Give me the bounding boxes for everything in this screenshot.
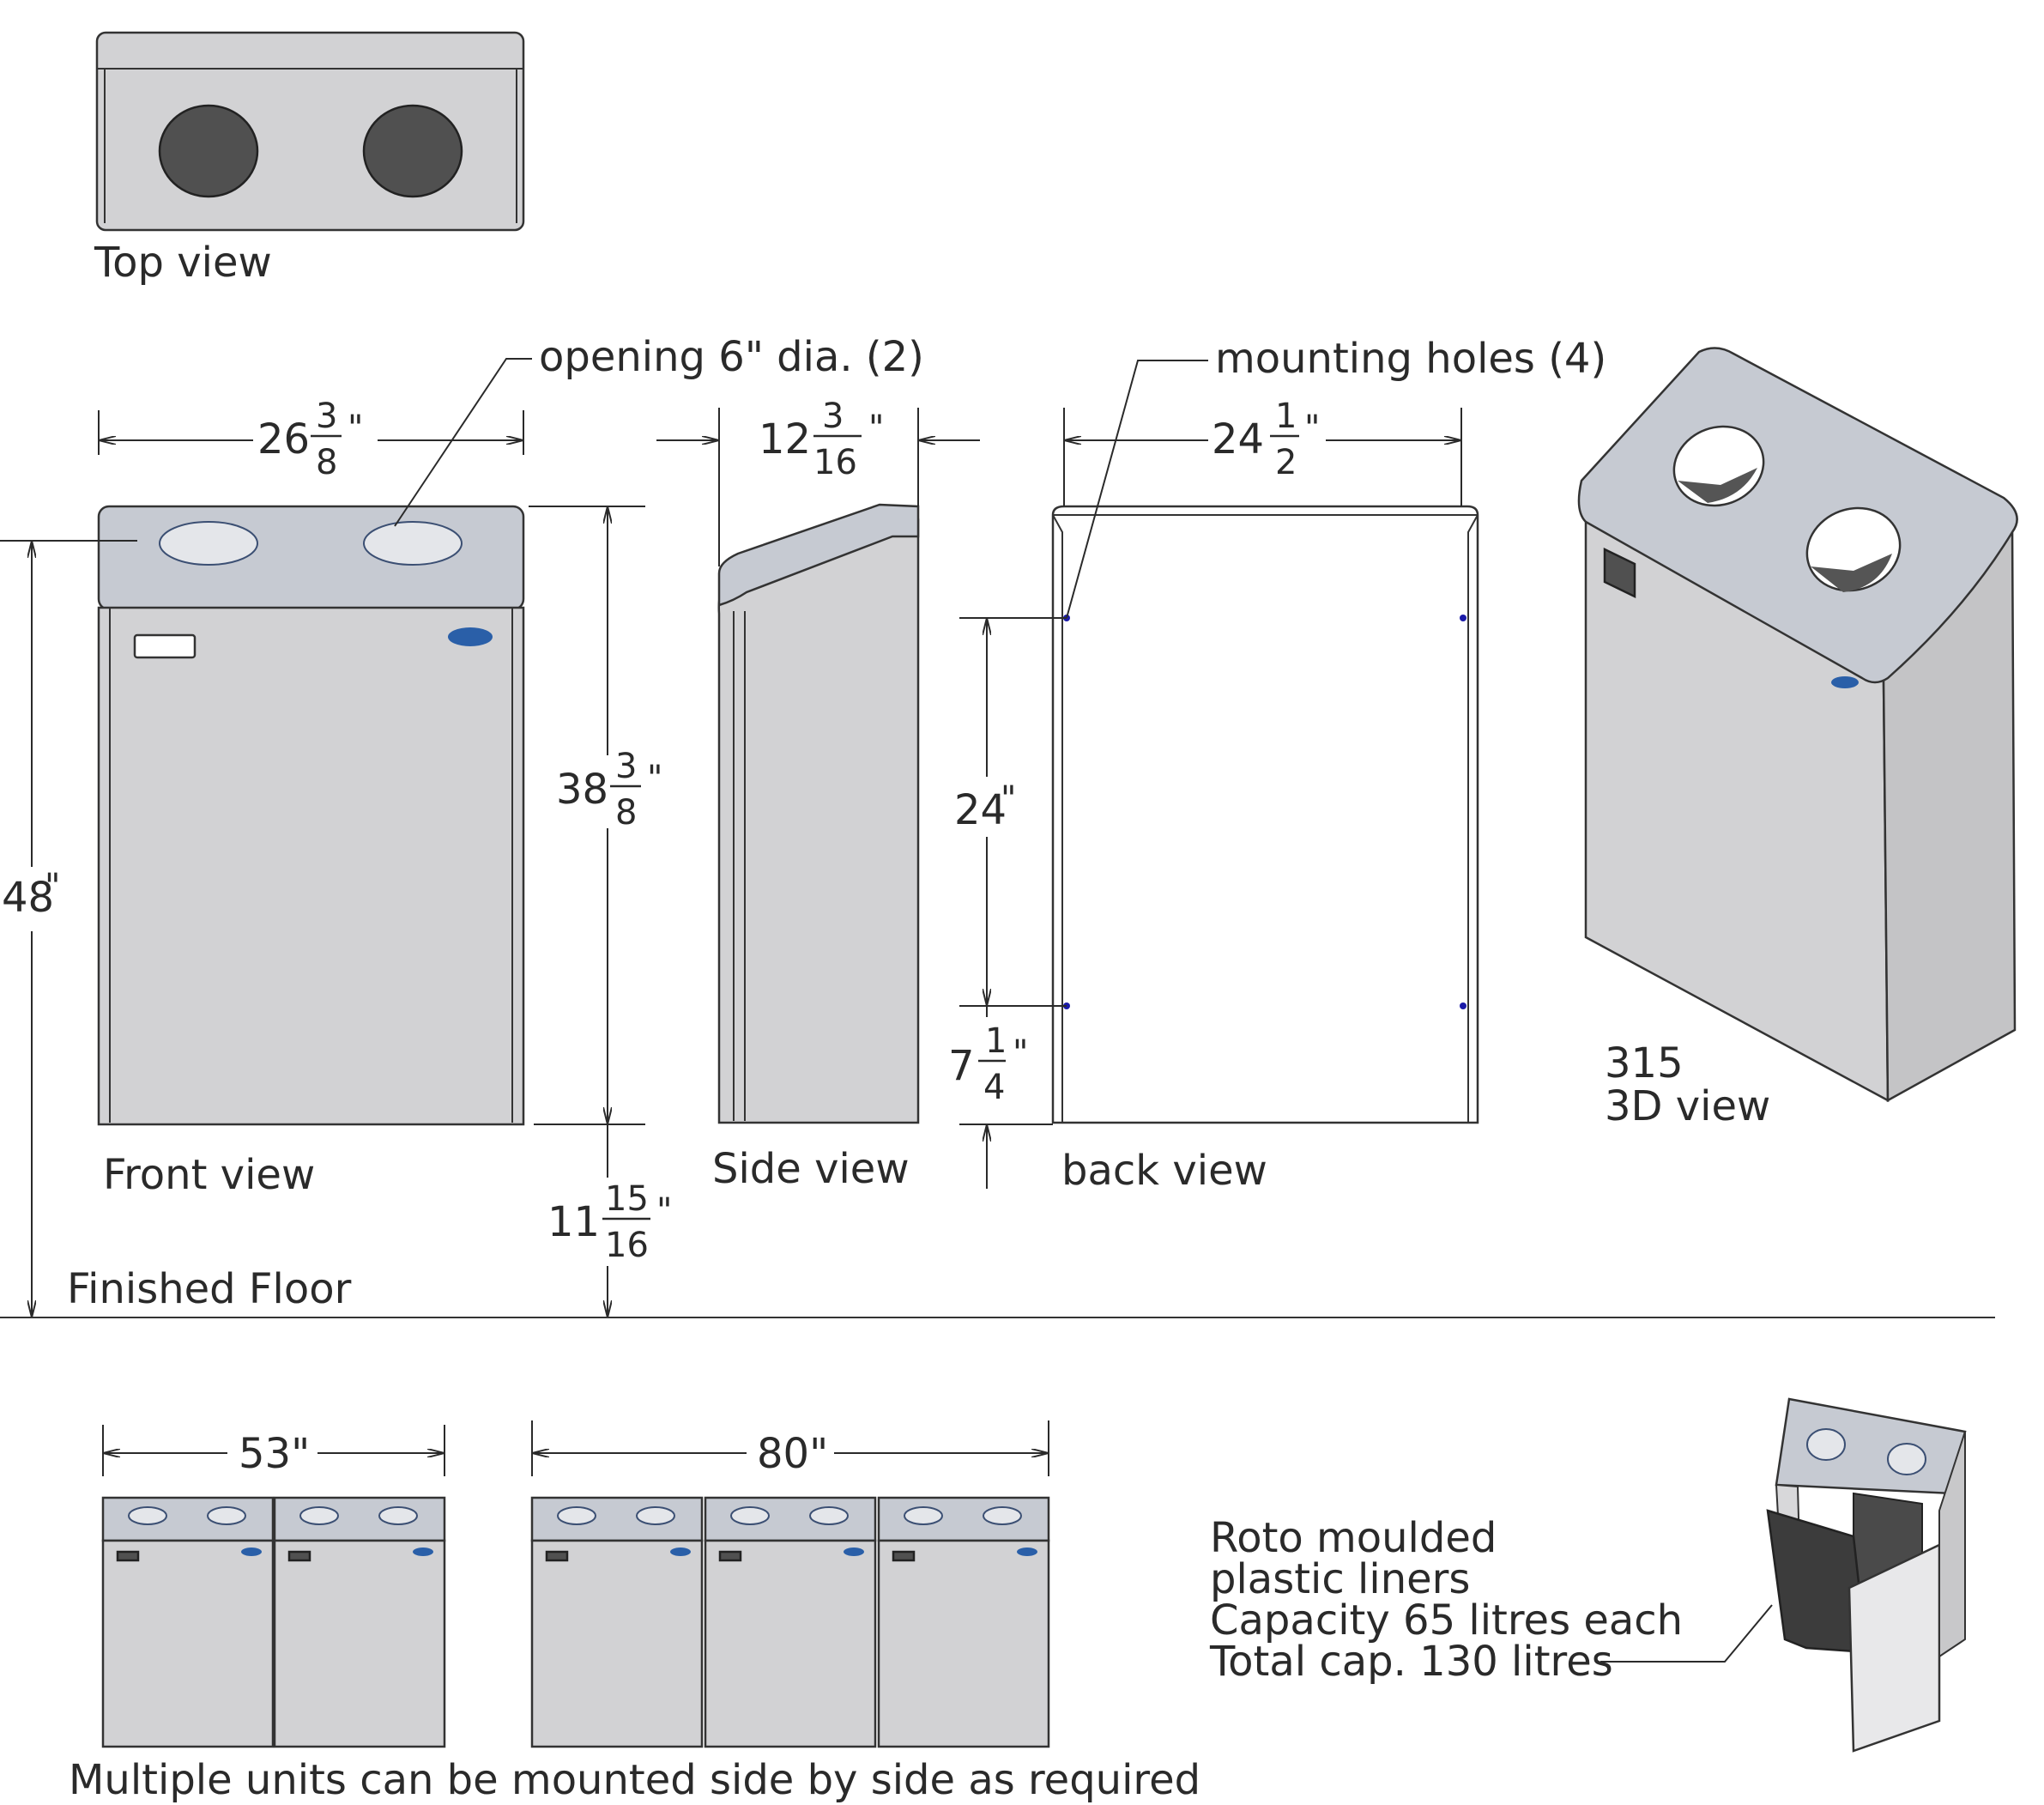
dim-body-height-unit: " xyxy=(647,759,662,798)
liner-front xyxy=(1766,1509,1868,1654)
liner-note-line-4: Total cap. 130 litres xyxy=(1209,1638,1613,1686)
dim-body-height-whole: 38 xyxy=(556,766,608,814)
back-outline xyxy=(1051,505,1479,1124)
three-d-model-label: 315 xyxy=(1605,1039,1684,1087)
dim-overall-height-value: 48 xyxy=(2,874,54,922)
3d-brand-logo-icon xyxy=(1831,676,1859,688)
top-view-label: Top view xyxy=(94,239,272,287)
dim-back-width-num: 1 xyxy=(1275,397,1297,436)
front-body xyxy=(97,606,525,1126)
liner-leader-line xyxy=(1600,1604,1773,1663)
dim-two-units-value: 53" xyxy=(239,1430,310,1478)
dim-front-width-whole: 26 xyxy=(257,415,310,463)
three-d-view xyxy=(1577,347,2018,1103)
front-view-label: Front view xyxy=(103,1151,315,1199)
three-d-view-label: 3D view xyxy=(1605,1082,1770,1130)
dim-body-height: 38 3 8 " xyxy=(529,506,662,1125)
open-door xyxy=(1847,1543,1941,1753)
dim-front-width-num: 3 xyxy=(316,397,337,436)
dim-mount-bottom-whole: 7 xyxy=(948,1042,975,1090)
unit xyxy=(273,1496,446,1748)
dim-two-units: 53" xyxy=(102,1425,445,1478)
front-label-window xyxy=(133,633,197,659)
side-view-label: Side view xyxy=(712,1145,910,1193)
dim-mount-spacing: 24 " xyxy=(954,617,1067,1007)
dim-floor-gap-num: 15 xyxy=(605,1179,649,1219)
callout-opening: opening 6" dia. (2) xyxy=(394,333,924,527)
callout-mounting: mounting holes (4) xyxy=(1066,335,1606,619)
dim-front-width-unit: " xyxy=(348,409,363,448)
dim-depth-whole: 12 xyxy=(759,415,811,463)
footer-note: Multiple units can be mounted side by si… xyxy=(69,1756,1200,1804)
dim-overall-height-unit: " xyxy=(45,867,60,906)
callout-mounting-text: mounting holes (4) xyxy=(1215,335,1606,383)
liner-note-line-1: Roto moulded xyxy=(1210,1514,1497,1562)
top-view xyxy=(95,31,525,232)
three-unit-set xyxy=(530,1496,1050,1748)
dim-depth-den: 16 xyxy=(813,443,857,482)
finished-floor-label: Finished Floor xyxy=(67,1265,352,1313)
mount-hole-top-right xyxy=(1460,615,1466,621)
dim-body-height-num: 3 xyxy=(615,747,637,786)
dim-depth-num: 3 xyxy=(822,397,844,436)
brand-logo-icon xyxy=(448,627,493,646)
callout-opening-text: opening 6" dia. (2) xyxy=(539,333,924,381)
dim-front-width: 26 3 8 " xyxy=(98,397,524,482)
back-view xyxy=(1051,505,1479,1124)
side-view xyxy=(717,503,920,1124)
dim-floor-gap-whole: 11 xyxy=(547,1198,600,1246)
dim-front-width-den: 8 xyxy=(316,443,337,482)
3d-opening-left-interior xyxy=(1678,468,1757,503)
open-unit-illustration xyxy=(1766,1397,1967,1753)
unit xyxy=(530,1496,704,1748)
dim-mount-bottom: 7 1 4 " xyxy=(948,1006,1053,1189)
two-unit-set xyxy=(101,1496,446,1748)
back-view-label: back view xyxy=(1061,1147,1267,1195)
dim-mount-bottom-den: 4 xyxy=(983,1068,1005,1107)
dim-mount-spacing-unit: " xyxy=(1001,779,1016,819)
dim-overall-height: 48 " xyxy=(0,540,137,1317)
dim-floor-gap: 11 15 16 " xyxy=(547,1124,672,1317)
dim-back-width-unit: " xyxy=(1304,409,1320,448)
top-view-outline xyxy=(95,31,525,232)
liner-note-line-3: Capacity 65 litres each xyxy=(1210,1596,1683,1644)
unit xyxy=(101,1496,275,1748)
dim-mount-bottom-unit: " xyxy=(1013,1033,1028,1073)
side-body xyxy=(717,506,920,1124)
dim-mount-spacing-value: 24 xyxy=(954,786,1007,834)
dim-back-width: 24 1 2 " xyxy=(1063,397,1462,506)
top-opening-left xyxy=(158,104,259,198)
side-lid xyxy=(717,503,920,607)
3d-lid xyxy=(1577,347,2018,684)
dim-depth-unit: " xyxy=(868,409,884,448)
3d-opening-right-interior xyxy=(1811,554,1892,592)
dim-depth: 12 3 16 " xyxy=(656,397,980,566)
unit xyxy=(704,1496,877,1748)
dim-floor-gap-den: 16 xyxy=(605,1226,649,1265)
dim-floor-gap-unit: " xyxy=(656,1191,672,1231)
unit xyxy=(877,1496,1050,1748)
front-lid xyxy=(97,505,525,611)
dim-three-units-value: 80" xyxy=(757,1430,828,1478)
front-view xyxy=(97,505,525,1126)
mount-hole-bottom-right xyxy=(1460,1002,1466,1009)
dim-mount-bottom-num: 1 xyxy=(985,1021,1007,1061)
dim-back-width-whole: 24 xyxy=(1212,415,1264,463)
dim-three-units: 80" xyxy=(531,1420,1049,1478)
dim-back-width-den: 2 xyxy=(1275,443,1297,482)
front-opening-left xyxy=(159,521,258,566)
top-opening-right xyxy=(362,104,463,198)
liner-note-line-2: plastic liners xyxy=(1210,1555,1470,1603)
3d-label-window xyxy=(1603,548,1636,598)
dim-body-height-den: 8 xyxy=(615,793,637,833)
front-opening-right xyxy=(363,521,463,566)
